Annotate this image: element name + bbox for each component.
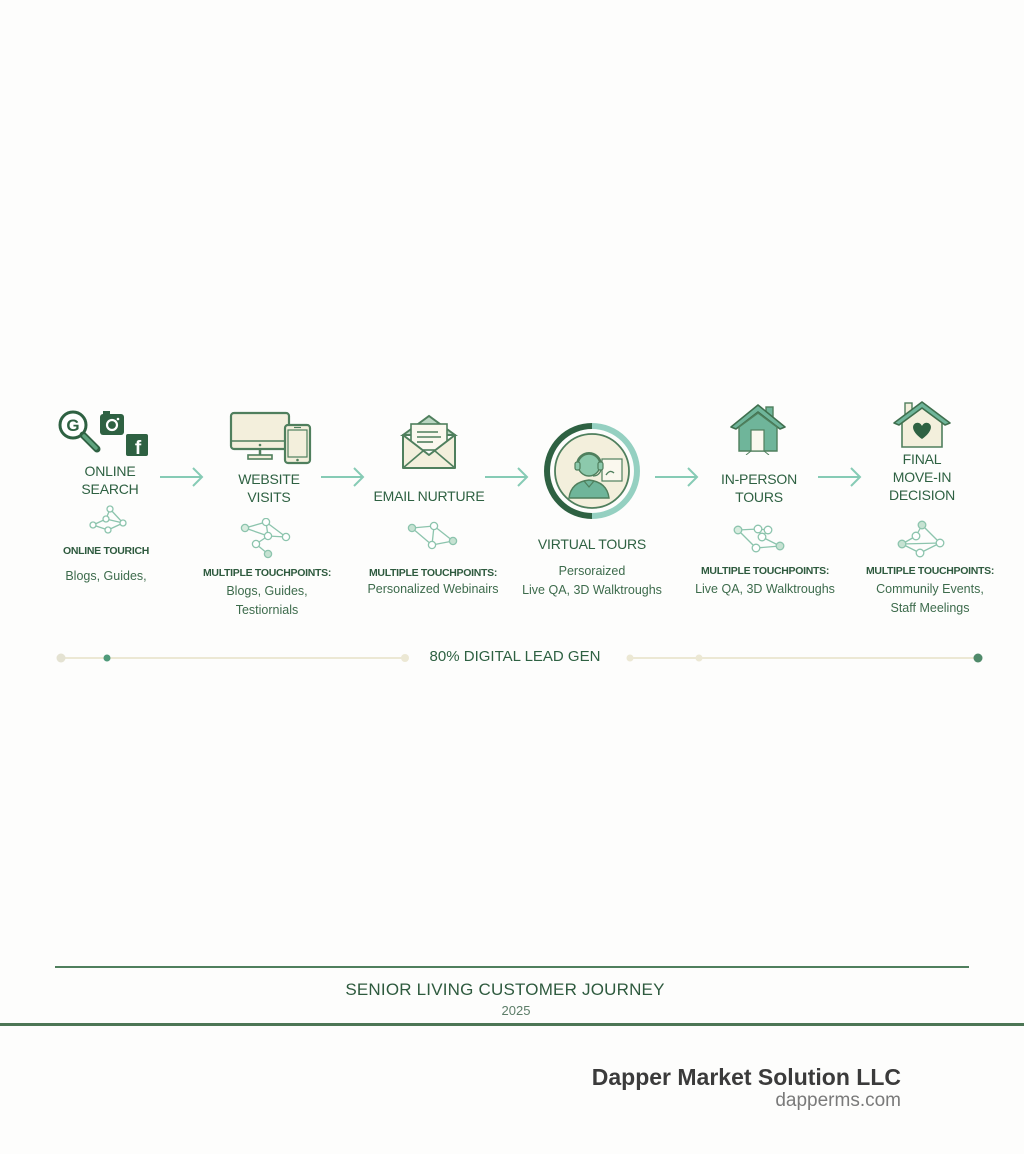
network-icon <box>407 521 458 550</box>
network-icon <box>89 505 127 534</box>
network-icon <box>240 518 291 559</box>
stage-title-in-person-tours: IN-PERSON TOURS <box>721 471 797 505</box>
svg-text:f: f <box>135 438 142 458</box>
search-social-icon: G f <box>58 410 148 458</box>
stage-title-website-visits: WEBSITE VISITS <box>238 471 300 505</box>
company-name: Dapper Market Solution LLC <box>591 1064 901 1090</box>
divider <box>0 1023 1024 1026</box>
touchpoint-text: Personalized Webinairs <box>367 582 499 596</box>
stage-title-final-move-in-decision: FINAL MOVE-IN DECISION <box>888 451 956 503</box>
house-heart-icon <box>893 401 951 448</box>
stage-title-online-search: ONLINE SEARCH <box>81 463 139 497</box>
devices-icon <box>229 411 312 465</box>
arrow-right-icon <box>818 467 862 487</box>
diagram-year: 2025 <box>501 1003 531 1018</box>
touchpoint-label: MULTIPLE TOUCHPOINTS: <box>368 567 498 579</box>
house-icon <box>730 404 786 455</box>
arrow-right-icon <box>160 467 204 487</box>
lead-gen-label: 80% DIGITAL LEAD GEN <box>429 648 601 665</box>
touchpoint-label: MULTIPLE TOUCHPOINTS: <box>865 565 995 577</box>
divider <box>55 966 969 968</box>
touchpoint-text: Blogs, Guides, <box>65 569 147 583</box>
touchpoint-text: Blogs, Guides, Testiornials <box>226 584 308 617</box>
touchpoint-text: Live QA, 3D Walktroughs <box>695 582 835 596</box>
svg-text:G: G <box>66 416 79 435</box>
arrow-right-icon <box>321 467 365 487</box>
touchpoint-text: Communily Events, Staff Meelings <box>876 582 984 615</box>
video-agent-icon <box>544 423 640 519</box>
arrow-right-icon <box>485 467 529 487</box>
network-icon <box>733 524 785 553</box>
stage-title-virtual-tours: VIRTUAL TOURS <box>537 536 647 552</box>
touchpoint-label: ONLINE TOURICH <box>62 545 150 557</box>
touchpoint-label: MULTIPLE TOUCHPOINTS: <box>700 565 830 577</box>
touchpoint-label: MULTIPLE TOUCHPOINTS: <box>202 567 332 579</box>
diagram-title: SENIOR LIVING CUSTOMER JOURNEY <box>345 980 665 999</box>
network-icon <box>897 520 945 558</box>
touchpoint-text: Persoraized Live QA, 3D Walktroughs <box>522 564 662 597</box>
envelope-icon <box>400 414 458 469</box>
stage-title-email-nurture: EMAIL NURTURE <box>373 488 485 504</box>
company-website: dapperms.com <box>775 1090 901 1111</box>
arrow-right-icon <box>655 467 699 487</box>
